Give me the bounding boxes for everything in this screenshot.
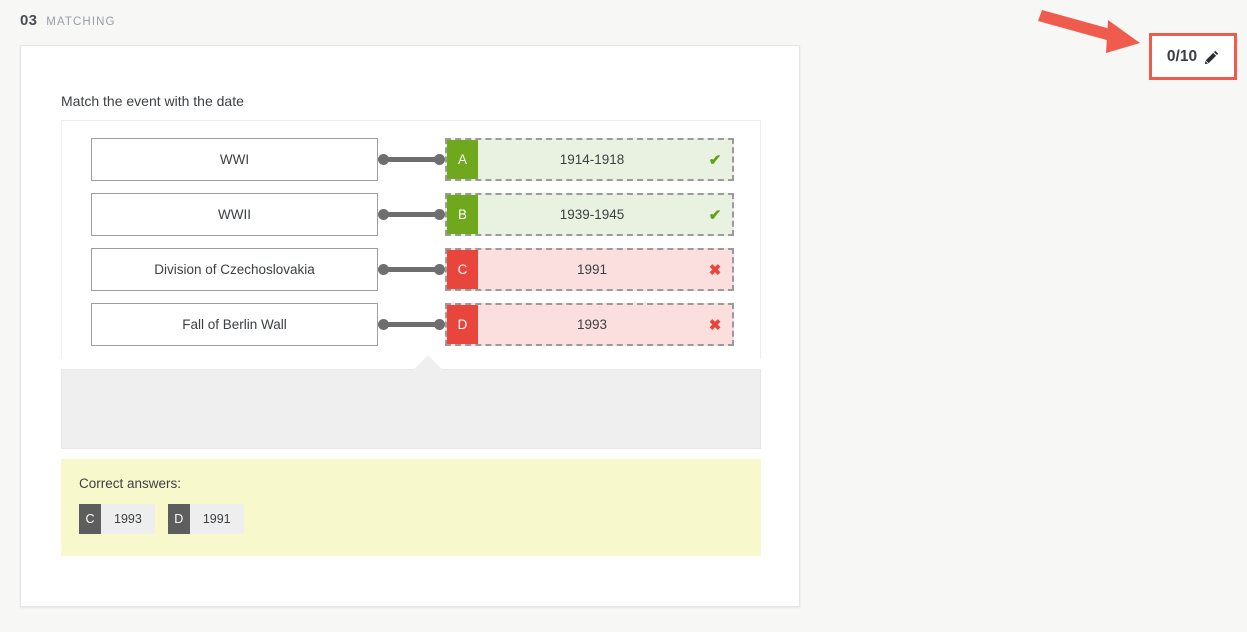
question-number: 03 — [20, 12, 38, 29]
match-right-value: 1939-1945 — [559, 207, 625, 222]
match-left-item[interactable]: WWII — [91, 193, 378, 236]
matching-panel: WWI A 1914-1918 ✔ WWII B 1939-1945 ✔ Division of… — [61, 120, 761, 359]
connector-knob-right[interactable] — [434, 264, 445, 275]
correct-check-icon: ✔ — [708, 151, 722, 169]
score-box[interactable]: 0/10 — [1149, 33, 1237, 80]
annotation-arrow-icon — [1030, 0, 1160, 60]
question-prompt: Match the event with the date — [61, 93, 244, 109]
incorrect-cross-icon: ✖ — [708, 316, 722, 334]
match-row: Division of Czechoslovakia C 1991 ✖ — [62, 248, 760, 291]
drop-zone-pointer-icon — [412, 355, 444, 371]
match-letter-badge: C — [447, 250, 478, 289]
match-connector[interactable] — [378, 193, 445, 236]
chip-value: 1993 — [114, 512, 142, 526]
match-connector[interactable] — [378, 248, 445, 291]
chip-letter-badge: C — [79, 504, 101, 534]
match-left-item[interactable]: Division of Czechoslovakia — [91, 248, 378, 291]
question-type-label: MATCHING — [46, 16, 116, 28]
question-header: 03 MATCHING — [20, 12, 116, 29]
match-left-item[interactable]: Fall of Berlin Wall — [91, 303, 378, 346]
match-right-item[interactable]: A 1914-1918 ✔ — [445, 138, 734, 181]
connector-bar — [383, 322, 440, 327]
match-right-value: 1914-1918 — [559, 152, 625, 167]
match-connector[interactable] — [378, 138, 445, 181]
match-letter-badge: B — [447, 195, 478, 234]
score-value: 0/10 — [1166, 47, 1198, 65]
connector-bar — [383, 212, 440, 217]
match-left-item[interactable]: WWI — [91, 138, 378, 181]
connector-knob-right[interactable] — [434, 319, 445, 330]
match-connector[interactable] — [378, 303, 445, 346]
pencil-icon[interactable] — [1205, 50, 1219, 64]
correct-answer-chips: C 1993 D 1991 — [79, 504, 743, 534]
match-letter-badge: D — [447, 305, 478, 344]
match-row: WWI A 1914-1918 ✔ — [62, 138, 760, 181]
match-row: Fall of Berlin Wall D 1993 ✖ — [62, 303, 760, 346]
match-row: WWII B 1939-1945 ✔ — [62, 193, 760, 236]
match-right-item[interactable]: B 1939-1945 ✔ — [445, 193, 734, 236]
match-right-item[interactable]: D 1993 ✖ — [445, 303, 734, 346]
match-right-value: 1993 — [576, 317, 608, 332]
drop-zone[interactable] — [61, 355, 761, 449]
incorrect-cross-icon: ✖ — [708, 261, 722, 279]
match-right-value: 1991 — [576, 262, 608, 277]
connector-bar — [383, 267, 440, 272]
correct-answers-title: Correct answers: — [79, 476, 182, 491]
correct-check-icon: ✔ — [708, 206, 722, 224]
correct-answers-panel: Correct answers: C 1993 D 1991 — [61, 459, 761, 556]
match-letter-badge: A — [447, 140, 478, 179]
connector-knob-right[interactable] — [434, 209, 445, 220]
correct-answer-chip: C 1993 — [79, 504, 155, 534]
connector-knob-right[interactable] — [434, 154, 445, 165]
connector-bar — [383, 157, 440, 162]
question-card: Match the event with the date WWI A 1914-1… — [20, 45, 800, 607]
chip-value: 1991 — [202, 512, 231, 526]
chip-letter-badge: D — [167, 504, 190, 534]
match-right-item[interactable]: C 1991 ✖ — [445, 248, 734, 291]
correct-answer-chip: D 1991 — [167, 504, 244, 534]
